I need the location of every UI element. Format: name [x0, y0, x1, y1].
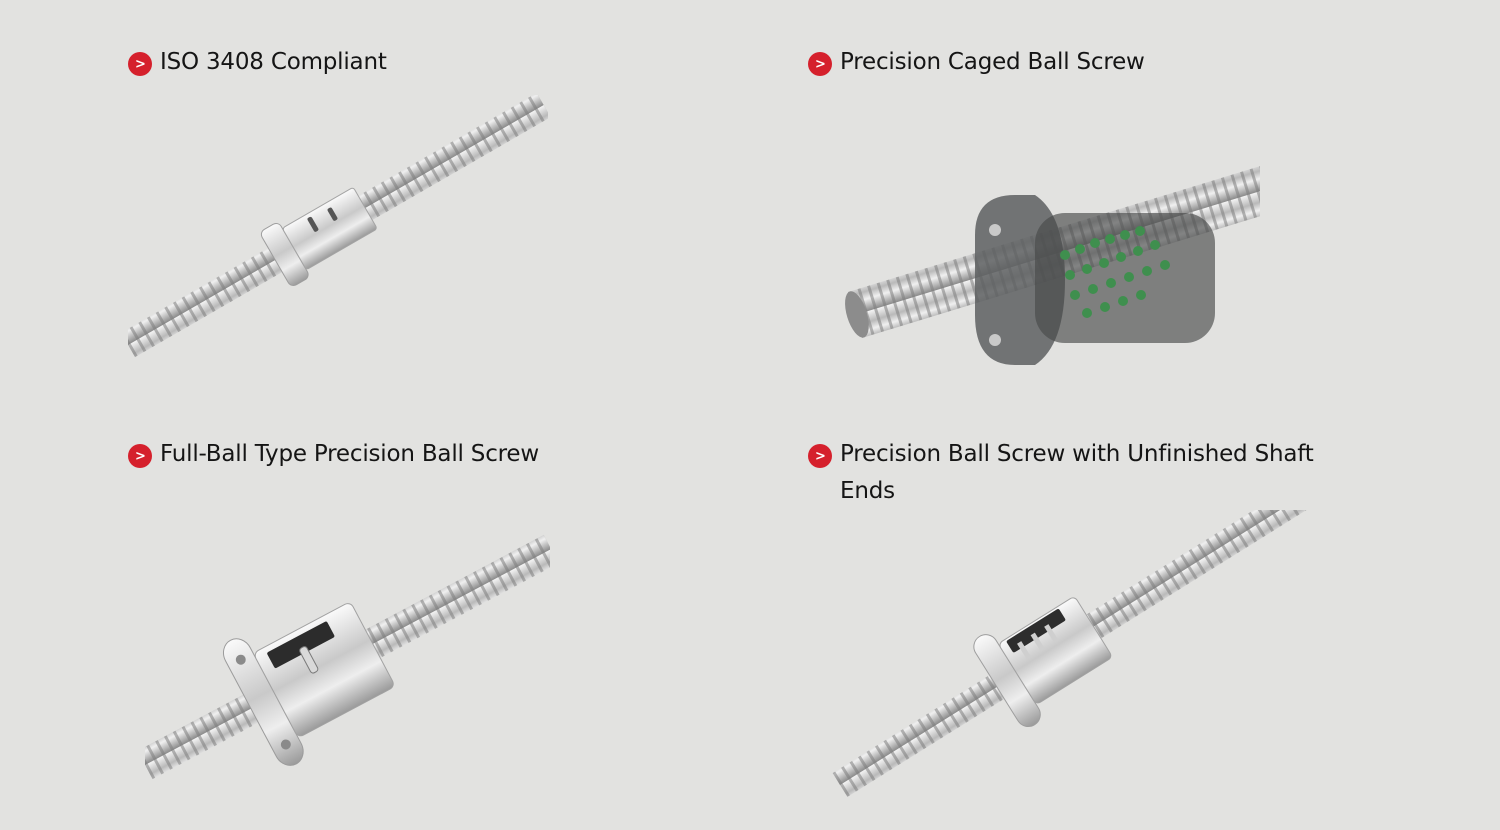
product-title[interactable]: ISO 3408 Compliant	[160, 49, 387, 75]
full-ball-screw-image	[145, 534, 550, 780]
unfinished-shaft-ball-screw-image	[832, 510, 1320, 797]
chevron-right-icon: >	[808, 52, 832, 76]
ball-screw-image	[128, 95, 548, 358]
product-card-iso-3408[interactable]: > ISO 3408 Compliant	[128, 49, 387, 81]
product-card-full-ball-type[interactable]: > Full-Ball Type Precision Ball Screw	[128, 441, 539, 473]
product-title[interactable]: Precision Ball Screw with Unfinished Sha…	[840, 441, 1314, 504]
chevron-right-icon: >	[128, 52, 152, 76]
product-card-caged-ball-screw[interactable]: > Precision Caged Ball Screw	[808, 49, 1145, 81]
product-title[interactable]: Full-Ball Type Precision Ball Screw	[160, 441, 539, 467]
product-card-unfinished-shaft-ends[interactable]: > Precision Ball Screw with Unfinished S…	[808, 441, 1360, 510]
caged-ball-screw-image	[845, 165, 1260, 365]
chevron-right-icon: >	[128, 444, 152, 468]
chevron-right-icon: >	[808, 444, 832, 468]
product-title[interactable]: Precision Caged Ball Screw	[840, 49, 1145, 75]
